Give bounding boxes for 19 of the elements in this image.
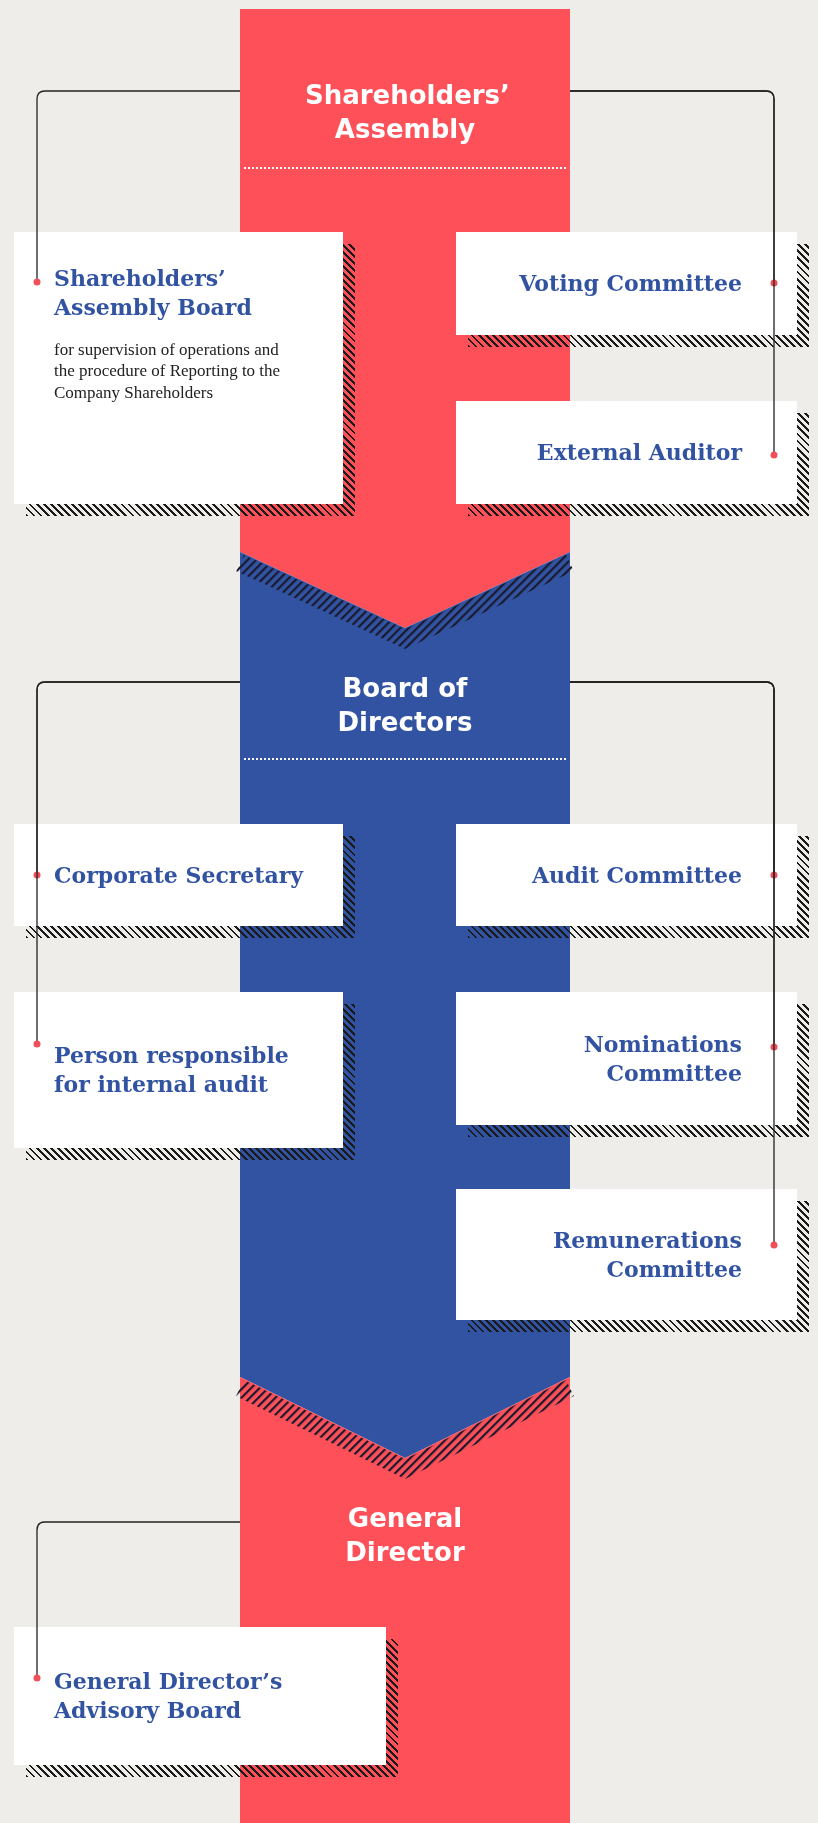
box-heading: Shareholders’ Assembly Board (54, 264, 253, 322)
band-heading: Board of Directors (336, 672, 474, 739)
leader-line (569, 681, 778, 1249)
box-heading: General Director’s Advisory Board (54, 1667, 284, 1725)
box-heading: Person responsible for internal audit (54, 1041, 290, 1099)
box-heading: External Auditor (536, 438, 742, 467)
chevron-stripe (236, 554, 574, 649)
box-heading: Corporate Secretary (54, 860, 305, 890)
box-heading: Voting Committee (519, 269, 742, 298)
leader-line (33, 681, 241, 1048)
box-heading: Nominations Committee (582, 1029, 742, 1088)
leader-line (33, 90, 241, 286)
chevron-stripe (236, 1379, 574, 1480)
box-heading: Remunerations Committee (552, 1225, 742, 1284)
band-heading: General Director (344, 1502, 466, 1569)
leader-line (33, 1521, 241, 1682)
leader-line (569, 90, 778, 459)
box-heading: Audit Committee (531, 860, 742, 890)
box-description: for supervision of operations and the procedure of Reporting to the Company Shareholders (54, 339, 282, 403)
